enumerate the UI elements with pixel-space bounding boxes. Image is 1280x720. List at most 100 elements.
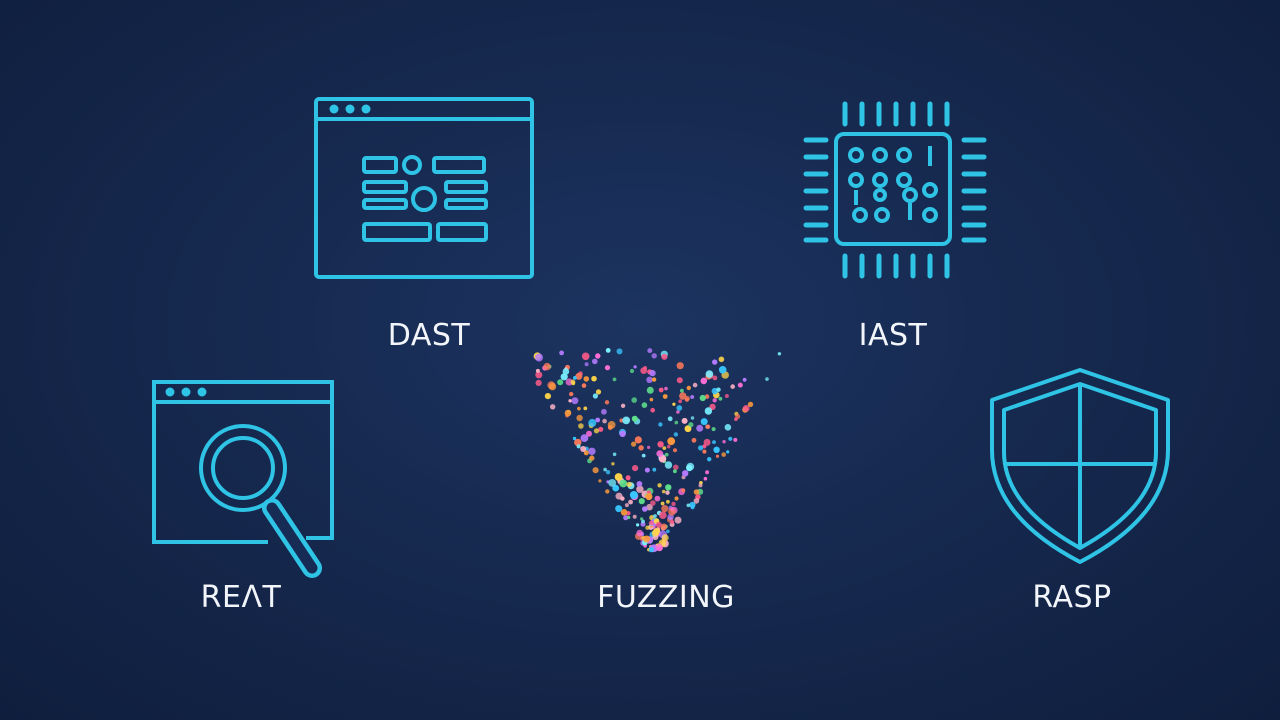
particle-dot: [604, 365, 611, 371]
particle-dot: [653, 514, 657, 518]
particle-dot: [586, 430, 592, 437]
particle-dot: [728, 436, 733, 441]
particle-dot: [631, 397, 637, 403]
particle-dot: [535, 371, 543, 379]
particle-dot: [674, 496, 679, 501]
particle-dot: [712, 375, 718, 381]
particle-dot: [564, 409, 572, 417]
particle-dot: [724, 424, 732, 431]
label-reat: REΛT: [200, 580, 282, 615]
particle-dot: [592, 467, 599, 474]
particle-dot: [624, 503, 629, 508]
particle-dot: [676, 362, 684, 370]
particle-dot: [615, 492, 623, 500]
particle-dot: [568, 399, 572, 403]
particle-dot: [647, 445, 651, 449]
particle-dot: [641, 453, 646, 458]
particle-dot: [726, 450, 730, 454]
particle-dot: [712, 359, 718, 365]
particle-dot: [667, 437, 676, 446]
particle-dot: [614, 473, 623, 481]
particle-dot: [716, 387, 721, 392]
label-rasp: RASP: [1032, 580, 1112, 615]
particle-dot: [578, 423, 584, 429]
particle-dot: [730, 384, 735, 389]
particle-dot: [636, 523, 640, 527]
particle-dot: [583, 406, 588, 411]
particle-dot: [733, 437, 738, 442]
particle-dot: [608, 479, 617, 487]
particle-dot: [631, 441, 637, 447]
particle-dot: [632, 514, 637, 519]
particle-dot: [649, 369, 656, 377]
particle-dot: [622, 416, 631, 425]
particle-dot: [657, 545, 663, 551]
particle-dot: [632, 465, 639, 472]
label-fuzzing: FUZZING: [597, 580, 735, 615]
particle-dot: [662, 394, 668, 399]
particle-dot: [583, 450, 589, 456]
particle-dot: [641, 519, 645, 524]
particle-dot: [673, 432, 679, 437]
particle-dot: [700, 377, 708, 385]
particle-dot: [674, 516, 682, 524]
particle-dot: [712, 398, 717, 403]
particle-dot: [666, 529, 670, 534]
particle-dot: [693, 489, 700, 495]
particle-dot: [690, 395, 695, 399]
particle-dot: [654, 495, 661, 502]
particle-dot: [543, 362, 551, 371]
particle-dot: [660, 501, 665, 506]
particle-dot: [643, 366, 648, 370]
particle-dot: [734, 417, 738, 421]
particle-dot: [535, 368, 540, 373]
particle-dot: [704, 407, 713, 415]
particle-dot: [715, 454, 720, 458]
particle-dot: [631, 415, 638, 422]
particle-dot: [661, 534, 669, 542]
particle-dot: [676, 410, 680, 414]
particle-dot: [595, 353, 601, 359]
particle-dot: [698, 483, 703, 488]
particle-dot: [670, 520, 675, 524]
particle-dot: [688, 422, 694, 428]
particle-dot: [571, 397, 579, 405]
particle-dot: [662, 446, 667, 450]
particle-dot: [574, 438, 582, 447]
particle-dot: [559, 350, 564, 356]
particle-dot: [689, 501, 696, 509]
particle-dot: [670, 507, 675, 511]
particle-dot: [659, 511, 667, 519]
particle-dot: [747, 401, 754, 408]
particle-dot: [686, 503, 691, 508]
particle-dot: [634, 436, 642, 444]
particle-dot: [648, 547, 654, 553]
particle-dot: [646, 376, 653, 383]
particle-dot: [680, 388, 684, 393]
particle-dot: [703, 438, 711, 446]
particle-dot: [693, 498, 700, 504]
particle-dot: [619, 479, 628, 488]
particle-dot: [616, 348, 623, 355]
particle-dot: [702, 449, 707, 454]
particle-dot: [676, 405, 683, 411]
particle-dot: [684, 396, 690, 401]
particle-dot: [572, 436, 577, 441]
particle-dot: [569, 391, 574, 397]
particle-dot: [651, 353, 657, 359]
particle-dot: [737, 382, 743, 388]
particle-dot: [703, 476, 708, 481]
particle-dot: [535, 353, 543, 362]
particle-dot: [602, 418, 607, 424]
particle-dot: [603, 467, 607, 472]
particle-dot: [661, 505, 669, 513]
particle-dot: [575, 372, 583, 380]
particle-dot: [722, 440, 726, 444]
particle-dot: [742, 405, 750, 412]
particle-dot: [576, 444, 581, 449]
particle-dot: [705, 470, 710, 475]
particle-dot: [584, 362, 589, 367]
particle-dot: [604, 400, 610, 405]
particle-dot: [676, 377, 683, 384]
particle-dot: [661, 489, 666, 494]
